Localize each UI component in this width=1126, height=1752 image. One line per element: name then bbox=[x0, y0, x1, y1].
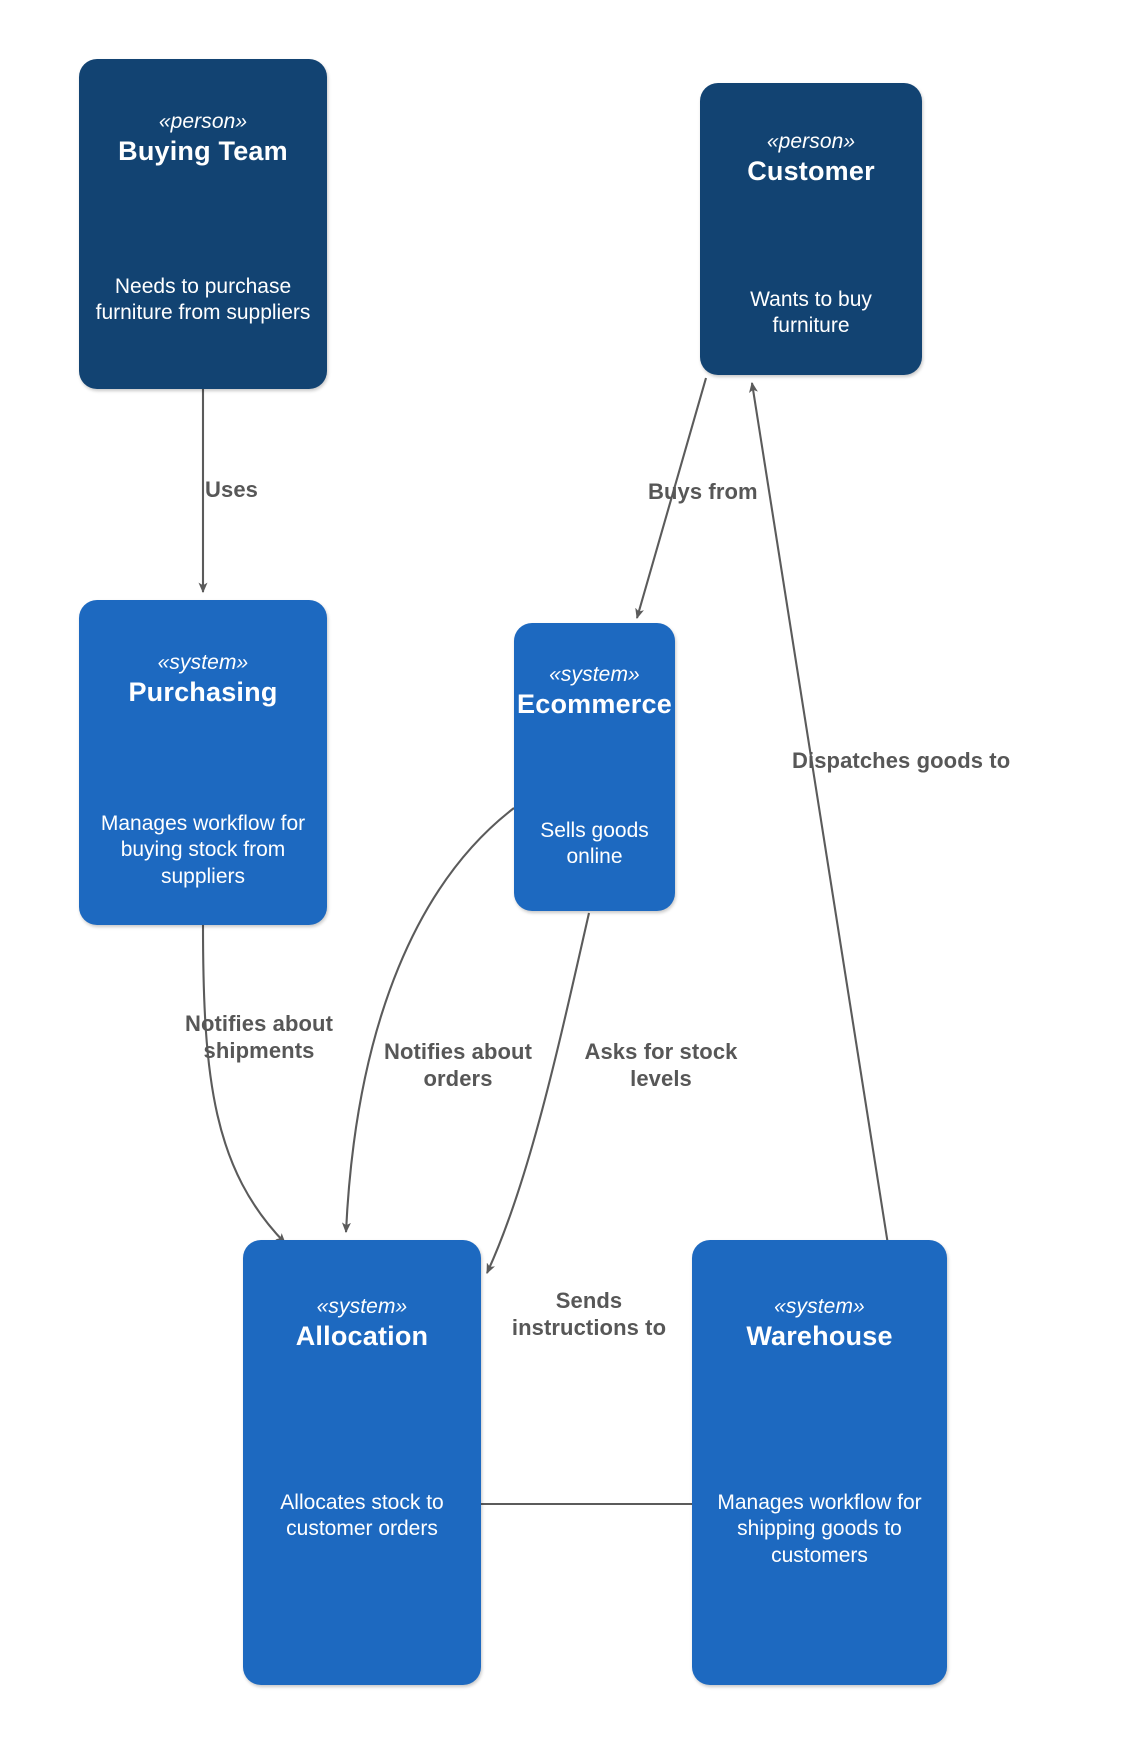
node-title: Buying Team bbox=[118, 135, 288, 166]
node-stereotype: «system» bbox=[549, 663, 640, 686]
edge-label-buys-from: Buys from bbox=[648, 479, 758, 504]
edge-dispatches-goods-to bbox=[749, 381, 903, 1328]
node-buying-team[interactable]: «person» Buying Team Needs to purchase f… bbox=[79, 59, 327, 389]
edge-buys-from bbox=[635, 377, 708, 620]
node-title: Purchasing bbox=[128, 676, 278, 707]
node-description: Sells goods online bbox=[540, 819, 649, 869]
node-ecommerce[interactable]: «system» Ecommerce Sells goods online bbox=[514, 623, 675, 911]
node-stereotype: «system» bbox=[316, 1295, 408, 1318]
node-title: Warehouse bbox=[746, 1320, 893, 1351]
node-allocation[interactable]: «system» Allocation Allocates stock to c… bbox=[243, 1240, 481, 1685]
edge-label-asks-for-stock-levels: Asks for stock levels bbox=[584, 1039, 738, 1091]
node-stereotype: «person» bbox=[766, 130, 856, 153]
node-stereotype: «system» bbox=[157, 651, 249, 674]
node-description: Manages workflow for buying stock from s… bbox=[100, 812, 306, 888]
node-purchasing[interactable]: «system» Purchasing Manages workflow for… bbox=[79, 600, 327, 925]
node-title: Ecommerce bbox=[517, 688, 672, 719]
node-description: Manages workflow for shipping goods to c… bbox=[717, 1491, 922, 1567]
node-customer[interactable]: «person» Customer Wants to buy furniture bbox=[700, 83, 922, 375]
node-description: Needs to purchase furniture from supplie… bbox=[95, 275, 311, 325]
node-stereotype: «system» bbox=[774, 1295, 865, 1318]
node-stereotype: «person» bbox=[158, 110, 248, 133]
node-warehouse[interactable]: «system» Warehouse Manages workflow for … bbox=[692, 1240, 947, 1685]
edge-label-uses: Uses bbox=[205, 477, 258, 502]
edge-label-dispatches-goods-to: Dispatches goods to bbox=[792, 748, 1011, 773]
node-title: Allocation bbox=[295, 1320, 429, 1351]
node-description: Wants to buy furniture bbox=[750, 288, 872, 338]
edge-notifies-about-shipments bbox=[201, 924, 286, 1244]
edge-label-sends-instructions-to: Sends instructions to bbox=[511, 1288, 667, 1340]
edge-label-notifies-about-orders: Notifies about orders bbox=[383, 1039, 533, 1091]
edge-label-notifies-about-shipments: Notifies about shipments bbox=[184, 1011, 334, 1063]
edge-notifies-about-orders bbox=[341, 807, 515, 1234]
node-title: Customer bbox=[747, 155, 875, 186]
edge-asks-for-stock-levels bbox=[486, 912, 591, 1274]
node-description: Allocates stock to customer orders bbox=[280, 1491, 444, 1541]
